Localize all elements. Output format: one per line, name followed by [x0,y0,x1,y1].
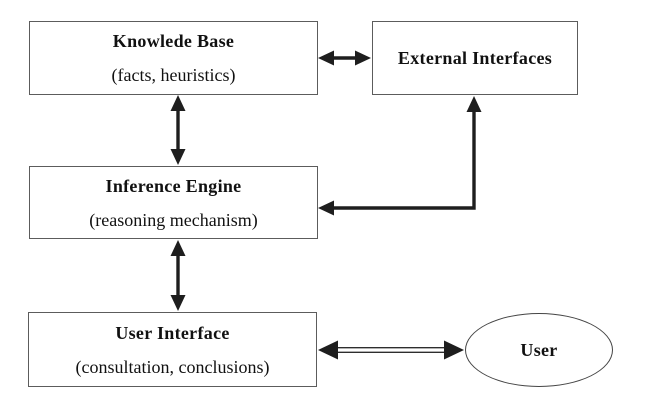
arrow-knowledge-external [318,50,371,66]
user-interface-subtitle: (consultation, conclusions) [75,356,270,377]
arrow-inference-userinterface [170,240,186,311]
arrow-knowledge-inference [170,95,186,165]
user-interface-title: User Interface [115,322,230,343]
inference-engine-title: Inference Engine [105,175,242,196]
node-user: User [465,313,613,387]
inference-engine-subtitle: (reasoning mechanism) [89,209,258,230]
node-knowledge-base: Knowlede Base (facts, heuristics) [29,21,318,95]
arrow-external-inference [318,96,482,216]
node-external-interfaces: External Interfaces [372,21,578,95]
knowledge-base-title: Knowlede Base [112,31,235,51]
knowledge-base-subtitle: (facts, heuristics) [111,65,236,85]
node-inference-engine: Inference Engine (reasoning mechanism) [29,166,318,239]
external-interfaces-title: External Interfaces [397,48,553,68]
node-user-interface: User Interface (consultation, conclusion… [28,312,317,387]
arrow-userinterface-user [318,340,464,360]
user-title: User [520,339,558,360]
